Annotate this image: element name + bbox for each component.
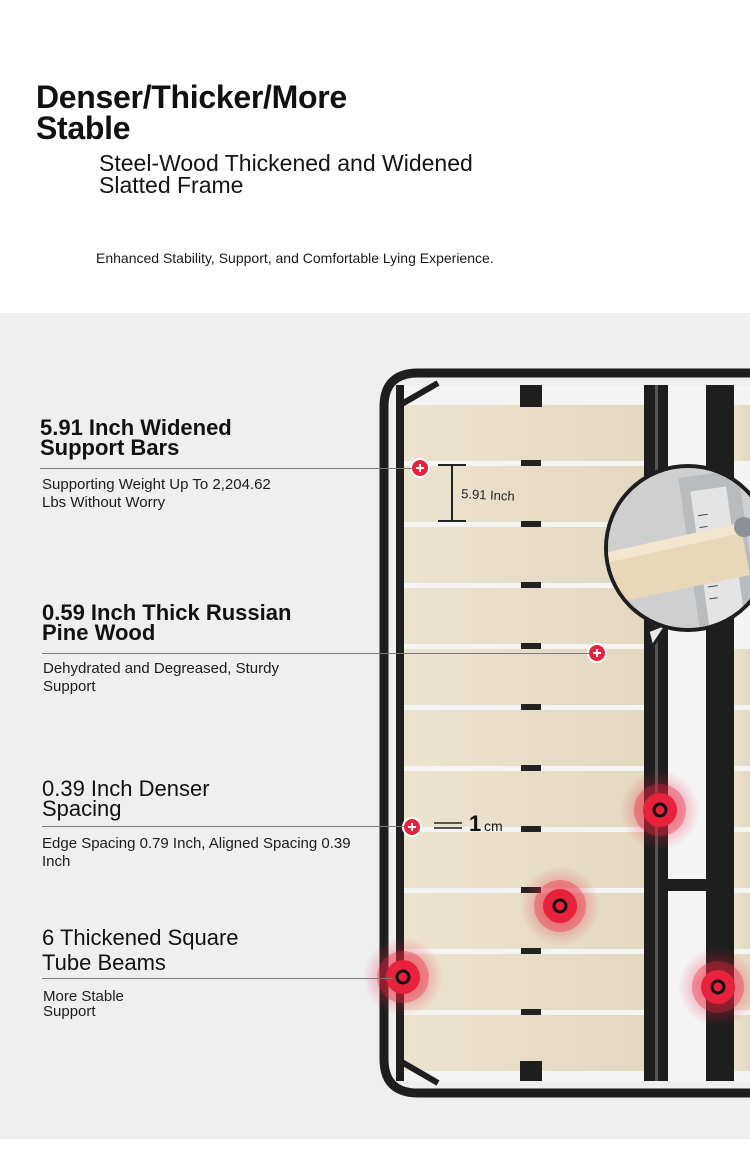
- corner-brackets: [398, 380, 440, 1086]
- feature-leader-line: [40, 468, 412, 469]
- feature-title: 0.59 Inch Thick Russian Pine Wood: [42, 600, 292, 645]
- beam-target-marker-3: [363, 937, 443, 1017]
- slat-width-label: 5.91 Inch: [461, 486, 515, 504]
- header-section: Denser/Thicker/More Stable Steel-Wood Th…: [0, 0, 750, 313]
- bed-frame-illustration: 5.91 Inch 1 cm: [363, 368, 750, 1098]
- footer-strip: [0, 1139, 750, 1157]
- feature-description: Supporting Weight Up To 2,204.62 Lbs Wit…: [42, 476, 271, 511]
- plus-marker-spacing: [402, 817, 422, 837]
- plus-marker-pine-wood: [587, 643, 607, 663]
- feature-leader-line: [42, 826, 404, 827]
- spacing-unit-label: cm: [484, 818, 503, 834]
- feature-leader-line: [42, 978, 392, 979]
- feature-description: More Stable Support: [43, 988, 124, 1020]
- beam-target-marker-2: [520, 866, 600, 946]
- plus-marker-support-bars: [410, 458, 430, 478]
- feature-title: 0.39 Inch Denser Spacing: [42, 776, 210, 821]
- width-dimension-marker: [438, 464, 466, 522]
- spacing-value-label: 1: [469, 811, 481, 836]
- beam-target-marker-4: [678, 947, 750, 1027]
- page-subtitle: Steel-Wood Thickened and Widened Slatted…: [99, 150, 473, 198]
- caliper-magnifier: [604, 464, 750, 651]
- feature-description: Dehydrated and Degreased, Sturdy Support: [43, 660, 279, 695]
- page-title: Denser/Thicker/More Stable: [36, 79, 347, 146]
- feature-title: 6 Thickened Square Tube Beams: [42, 925, 239, 975]
- feature-title: 5.91 Inch Widened Support Bars: [40, 415, 232, 460]
- page-tagline: Enhanced Stability, Support, and Comfort…: [96, 250, 494, 266]
- frame-outline: [379, 368, 750, 1098]
- feature-leader-line: [42, 653, 590, 654]
- spacing-dimension-marker: [434, 822, 462, 829]
- feature-description: Edge Spacing 0.79 Inch, Aligned Spacing …: [42, 835, 351, 870]
- beam-target-marker-1: [620, 770, 700, 850]
